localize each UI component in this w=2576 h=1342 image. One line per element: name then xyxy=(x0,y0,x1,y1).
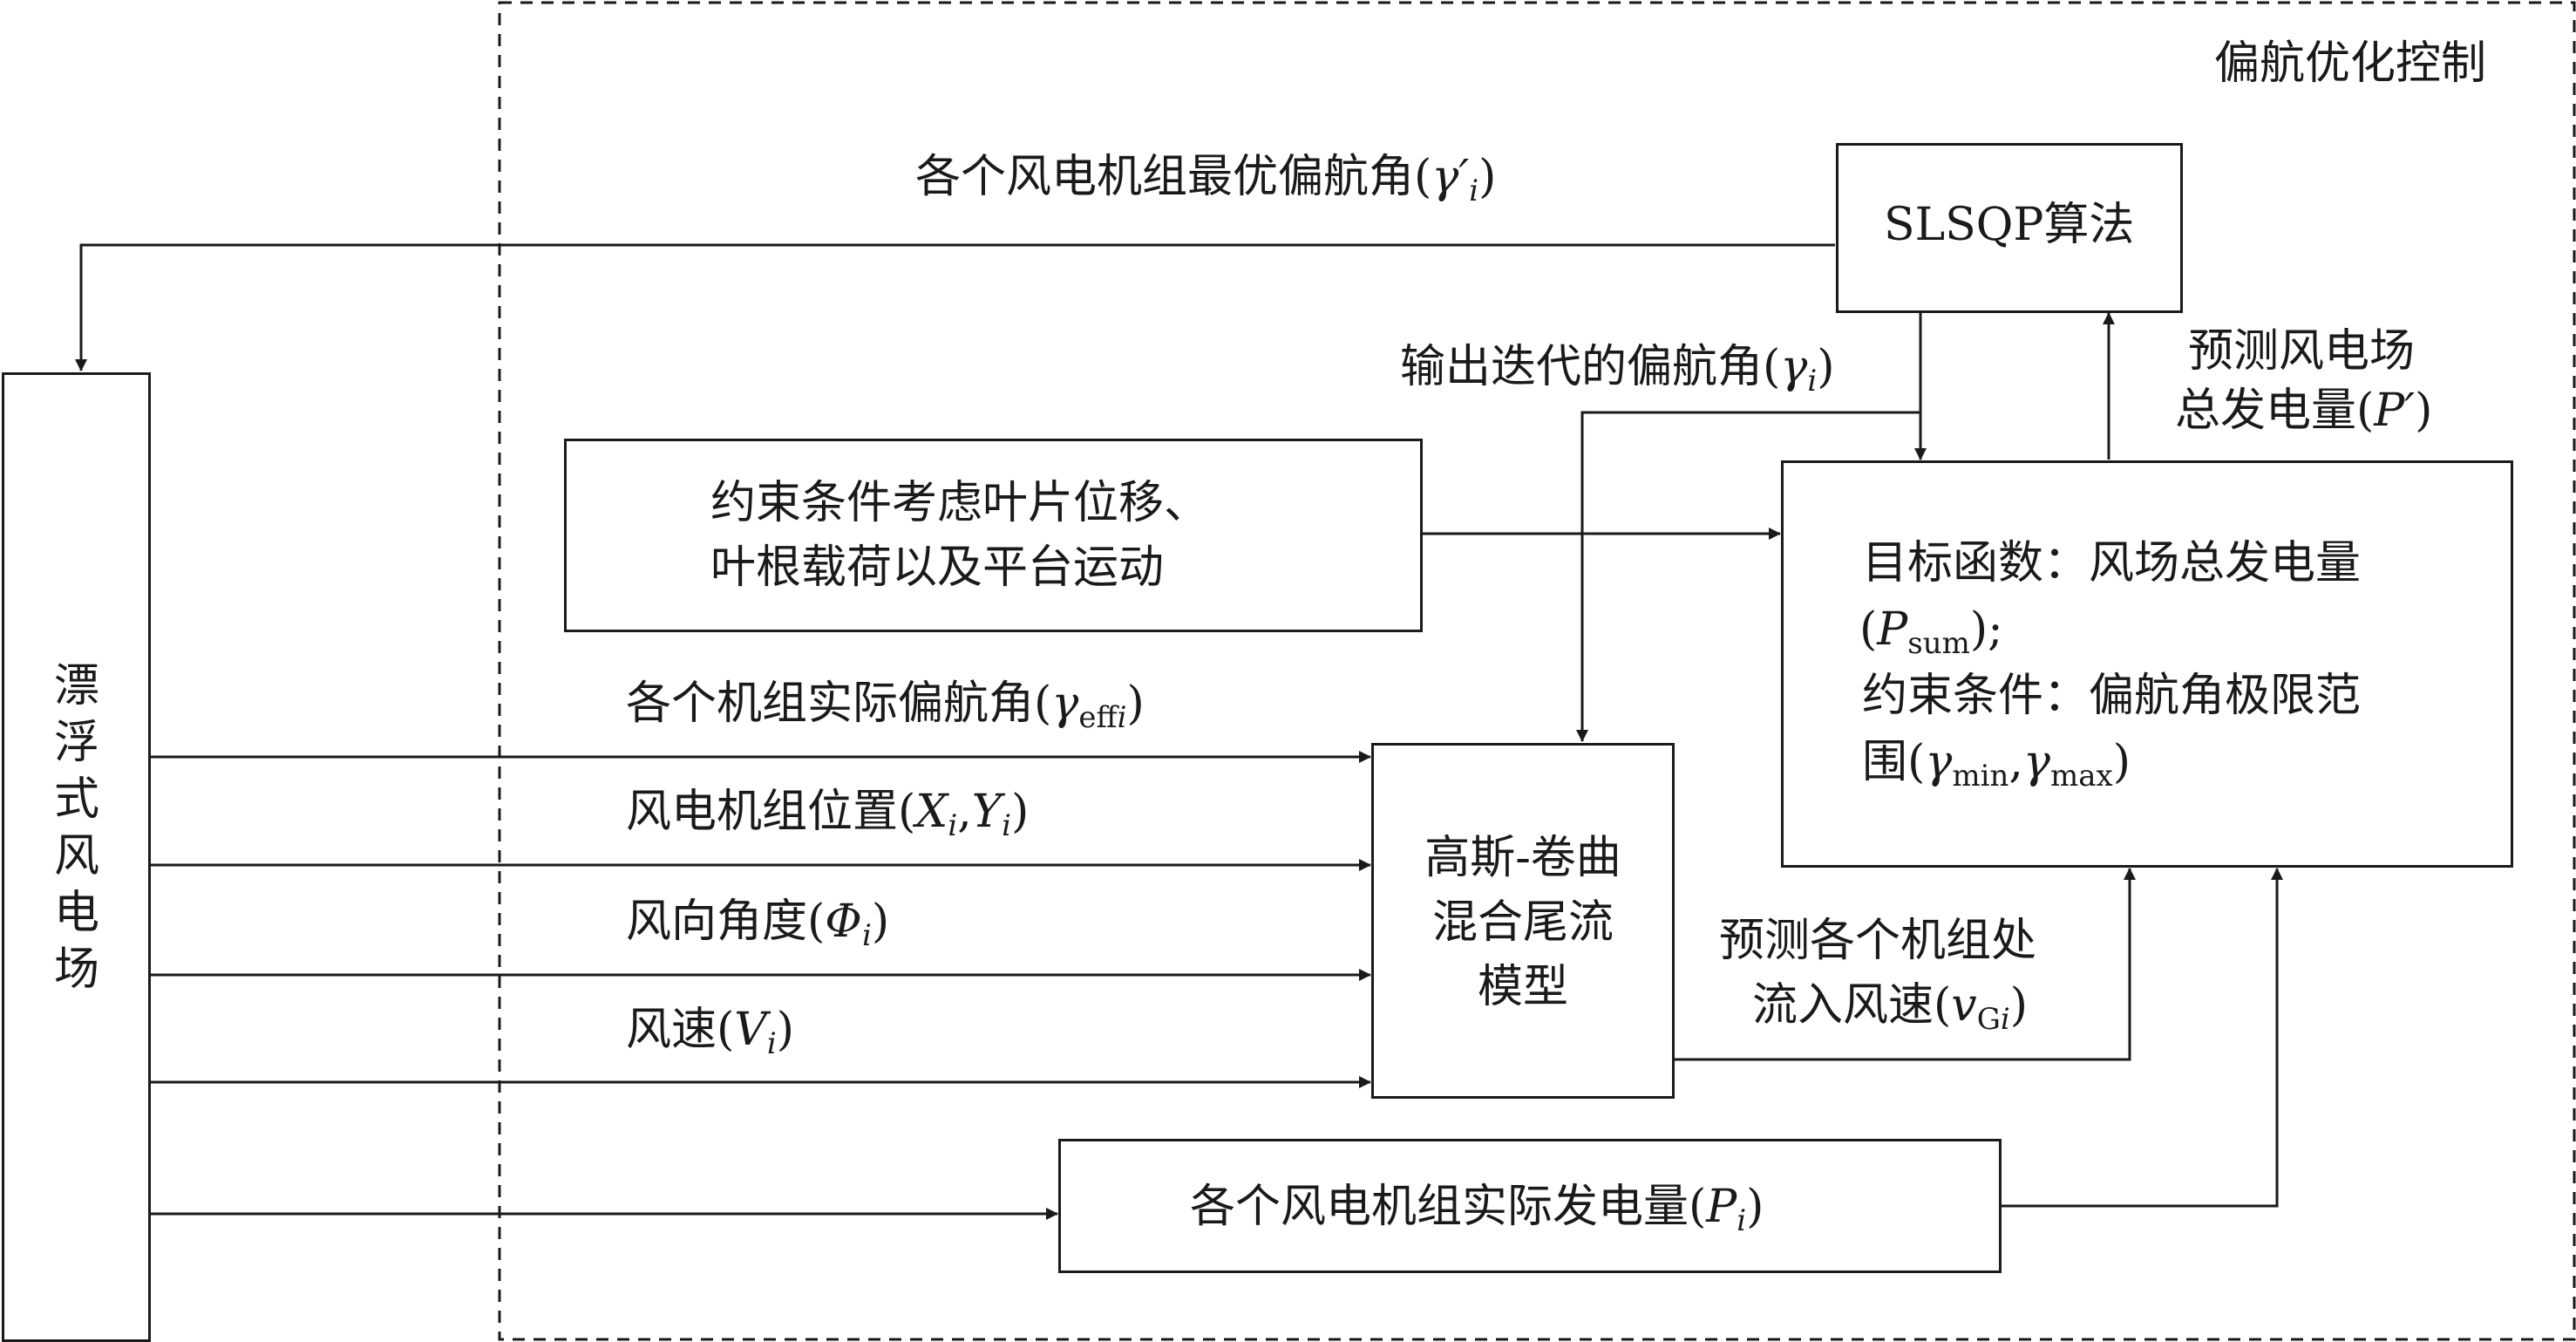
pred-inflow-line2: 流入风速(vGi) xyxy=(1752,979,2029,1037)
pred-inflow-arrow xyxy=(1674,868,2136,1061)
slsqp-box: SLSQP算法 xyxy=(1836,143,2183,313)
objective-line2: (Psum); xyxy=(1859,603,2003,661)
actual-power-box: 各个风电机组实际发电量(Pi) xyxy=(1058,1139,2002,1273)
wake-model-line1: 高斯-卷曲 xyxy=(1424,832,1621,884)
yaw-optimization-region xyxy=(498,1,2576,1341)
pred-inflow-line1: 预测各个机组处 xyxy=(1719,915,2037,967)
objective-line1: 目标函数：风场总发电量 xyxy=(1862,537,2362,589)
optimal-yaw-label: 各个风电机组最优偏航角(γ′i) xyxy=(915,151,1497,208)
objective-line3: 约束条件：偏航角极限范 xyxy=(1862,670,2362,722)
actual-power-label: 各个风电机组实际发电量(Pi) xyxy=(1190,1181,1764,1238)
pred-total-line2: 总发电量(P′) xyxy=(2175,385,2433,437)
position-label: 风电机组位置(Xi,Yi) xyxy=(626,786,1030,843)
speed-label: 风速(Vi) xyxy=(626,1004,795,1061)
slsqp-label: SLSQP算法 xyxy=(1884,199,2135,251)
pred-total-line1: 预测风电场 xyxy=(2188,325,2416,378)
iter-yaw-arrow-wake xyxy=(1576,411,1920,742)
actual-yaw-label: 各个机组实际偏航角(γeffi) xyxy=(626,678,1145,735)
objective-line4: 围(γmin,γmax) xyxy=(1862,736,2131,794)
constraint-note-box: 约束条件考虑叶片位移、 叶根载荷以及平台运动 xyxy=(564,439,1423,632)
objective-box: 目标函数：风场总发电量 (Psum); 约束条件：偏航角极限范 围(γmin,γ… xyxy=(1781,460,2513,868)
wind-farm-label: 漂浮式风电场 xyxy=(53,660,99,996)
region-label: 偏航优化控制 xyxy=(2214,37,2487,90)
constraint-note-line1: 约束条件考虑叶片位移、 xyxy=(710,477,1210,529)
wind-farm-box: 漂浮式风电场 xyxy=(2,372,151,1342)
actual-power-out-arrow xyxy=(2001,868,2283,1208)
direction-label: 风向角度(Φi) xyxy=(626,896,890,953)
constraint-note-line2: 叶根载荷以及平台运动 xyxy=(710,542,1165,594)
wake-model-box: 高斯-卷曲 混合尾流 模型 xyxy=(1371,743,1675,1099)
iter-yaw-label: 输出迭代的偏航角(γi) xyxy=(1400,341,1835,399)
wake-model-line2: 混合尾流 xyxy=(1431,896,1614,949)
wake-model-line3: 模型 xyxy=(1477,961,1568,1013)
optimal-yaw-arrow xyxy=(75,243,1835,371)
